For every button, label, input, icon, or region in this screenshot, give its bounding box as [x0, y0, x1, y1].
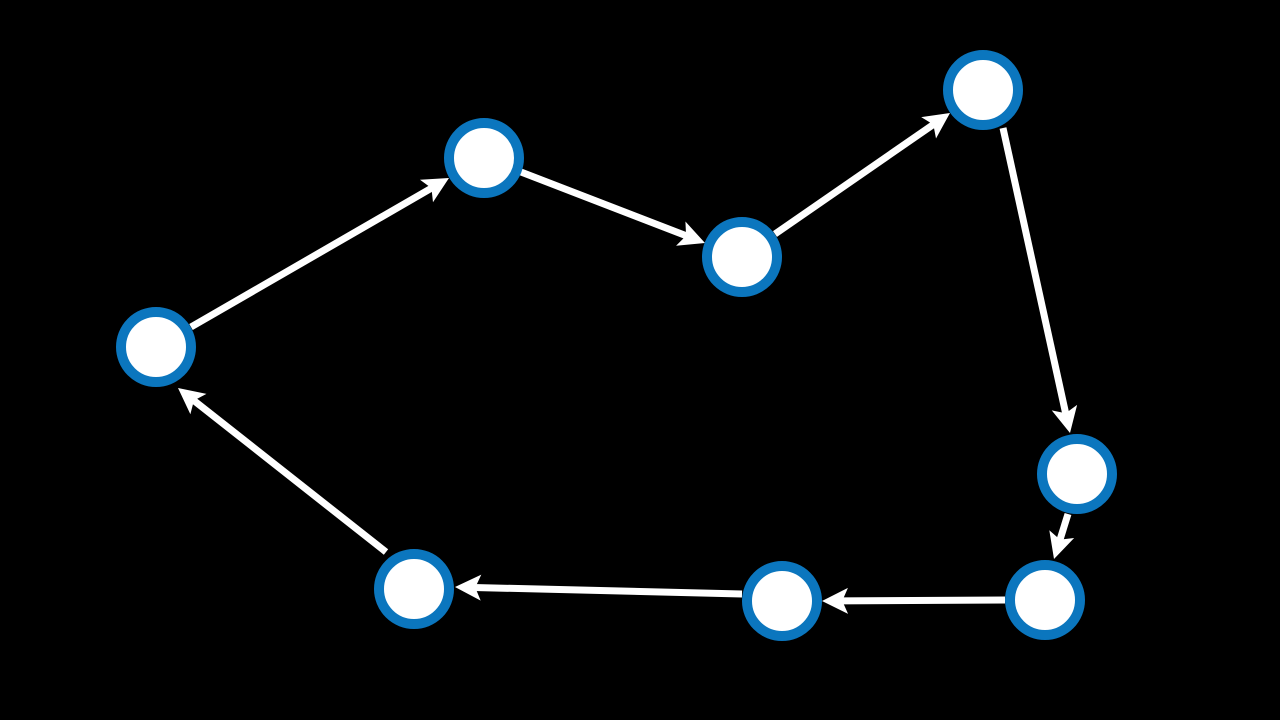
- node-circle: [702, 217, 782, 297]
- graph-edge[interactable]: [1049, 512, 1075, 559]
- graph-node[interactable]: [1037, 434, 1117, 514]
- edge-line: [999, 127, 1070, 416]
- edge-arrowhead-icon: [1051, 404, 1078, 433]
- edge-arrowhead-icon: [676, 221, 705, 246]
- edge-layer: [178, 113, 1078, 614]
- node-circle: [444, 118, 524, 198]
- edge-arrowhead-icon: [419, 178, 449, 203]
- node-circle: [742, 561, 822, 641]
- graph-node[interactable]: [374, 549, 454, 629]
- edge-arrowhead-icon: [1049, 530, 1075, 559]
- node-circle: [374, 549, 454, 629]
- graph-node[interactable]: [943, 50, 1023, 130]
- edge-arrowhead-icon: [455, 574, 482, 601]
- graph-edge[interactable]: [189, 178, 449, 331]
- node-circle: [1037, 434, 1117, 514]
- graph-edge[interactable]: [822, 587, 1006, 614]
- graph-edge[interactable]: [519, 168, 705, 246]
- graph-edge[interactable]: [773, 113, 950, 237]
- edge-arrowhead-icon: [921, 113, 950, 139]
- graph-edge[interactable]: [178, 388, 389, 555]
- graph-node[interactable]: [742, 561, 822, 641]
- edge-line: [1056, 512, 1072, 543]
- edge-arrowhead-icon: [822, 587, 849, 614]
- node-circle: [943, 50, 1023, 130]
- node-circle: [1005, 560, 1085, 640]
- edge-arrowhead-icon: [178, 388, 207, 415]
- edge-line: [190, 396, 389, 555]
- graph-node[interactable]: [1005, 560, 1085, 640]
- edge-line: [840, 596, 1006, 605]
- node-circle: [116, 307, 196, 387]
- graph-node[interactable]: [116, 307, 196, 387]
- node-layer: [116, 50, 1117, 641]
- edge-line: [473, 583, 743, 598]
- graph-edge[interactable]: [999, 127, 1078, 433]
- graph-node[interactable]: [444, 118, 524, 198]
- edge-line: [519, 168, 689, 240]
- graph-node[interactable]: [702, 217, 782, 297]
- edge-line: [773, 120, 937, 237]
- edge-line: [189, 184, 435, 331]
- graph-edge[interactable]: [455, 574, 743, 601]
